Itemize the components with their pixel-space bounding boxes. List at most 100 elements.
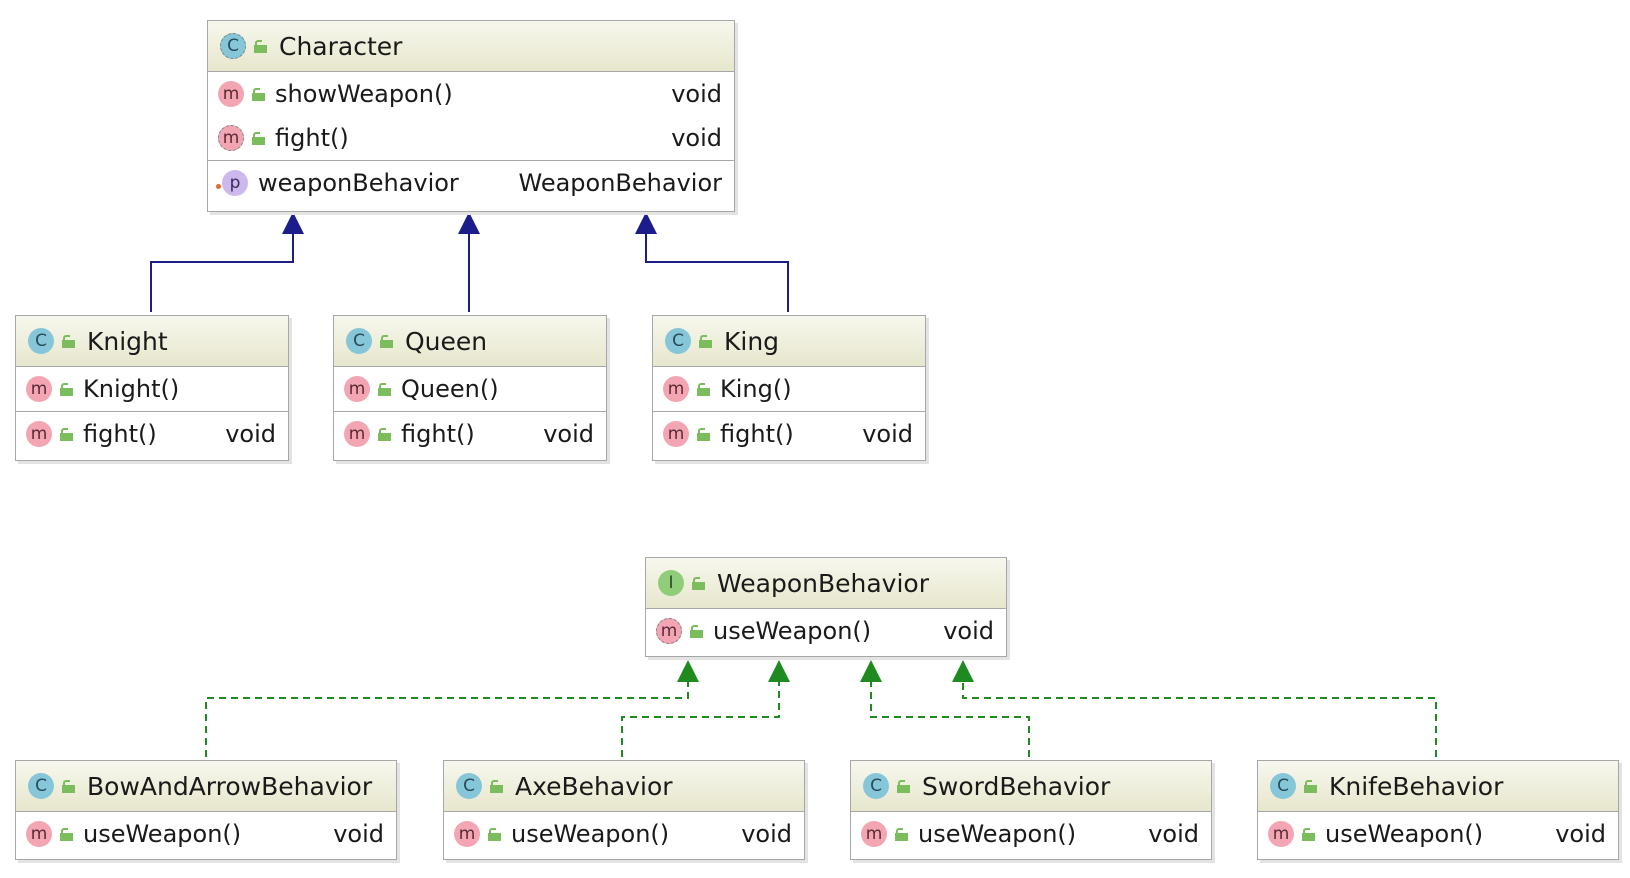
inheritance-arrows: [150, 232, 789, 312]
class-icon: C: [1270, 773, 1296, 799]
interface-icon: I: [658, 570, 684, 596]
method-name: useWeapon(): [83, 820, 242, 848]
class-king[interactable]: C King m King() m fight() void: [652, 315, 926, 461]
method-return-type: void: [1555, 820, 1606, 848]
class-name: Queen: [405, 326, 488, 356]
class-knight[interactable]: C Knight m Knight() m fight() void: [15, 315, 289, 461]
constructor-row[interactable]: m Knight(): [16, 366, 288, 411]
constructor-row[interactable]: m King(): [653, 366, 925, 411]
public-access-icon: [699, 334, 712, 348]
method-icon: m: [26, 821, 52, 847]
public-access-icon: [62, 779, 75, 793]
public-access-icon: [378, 427, 391, 441]
method-icon: m: [26, 421, 52, 447]
public-access-icon: [60, 827, 73, 841]
public-access-icon: [697, 427, 710, 441]
method-name: showWeapon(): [275, 80, 453, 108]
method-icon: m: [218, 81, 244, 107]
public-access-icon: [254, 39, 267, 53]
interface-weapon-behavior[interactable]: I WeaponBehavior m useWeapon() void: [645, 557, 1007, 657]
public-access-icon: [692, 576, 705, 590]
arrowhead-character-3: [635, 212, 657, 234]
method-row[interactable]: m fight() void: [653, 411, 925, 456]
class-header: C BowAndArrowBehavior: [16, 761, 396, 811]
arrowhead-character-2: [458, 212, 480, 234]
realization-arrows: [205, 682, 1437, 757]
method-icon: m: [1268, 821, 1294, 847]
class-name: King: [724, 326, 780, 356]
public-access-icon: [897, 779, 910, 793]
property-icon: p: [222, 170, 248, 196]
class-knife-behavior[interactable]: C KnifeBehavior m useWeapon() void: [1257, 760, 1619, 860]
method-return-type: void: [671, 124, 722, 152]
field-type: WeaponBehavior: [518, 169, 723, 197]
method-row[interactable]: m useWeapon() void: [1258, 811, 1618, 856]
constructor-name: King(): [720, 375, 792, 403]
public-access-icon: [697, 382, 710, 396]
public-access-icon: [490, 779, 503, 793]
class-icon: C: [28, 773, 54, 799]
edge-king-character: [645, 232, 789, 312]
public-access-icon: [488, 827, 501, 841]
abstract-class-icon: C: [220, 33, 246, 59]
class-icon: C: [863, 773, 889, 799]
class-icon: C: [28, 328, 54, 354]
field-row[interactable]: p weaponBehavior WeaponBehavior: [208, 160, 734, 205]
method-row[interactable]: m useWeapon() void: [16, 811, 396, 856]
class-icon: C: [665, 328, 691, 354]
class-name: SwordBehavior: [922, 771, 1111, 801]
public-access-icon: [252, 87, 265, 101]
method-row[interactable]: m showWeapon() void: [208, 71, 734, 116]
class-queen[interactable]: C Queen m Queen() m fight() void: [333, 315, 607, 461]
arrowhead-weapon-3: [860, 660, 882, 682]
class-axe-behavior[interactable]: C AxeBehavior m useWeapon() void: [443, 760, 805, 860]
class-header: C KnifeBehavior: [1258, 761, 1618, 811]
method-row[interactable]: m fight() void: [334, 411, 606, 456]
public-access-icon: [378, 382, 391, 396]
method-icon: m: [344, 421, 370, 447]
method-row[interactable]: m fight() void: [16, 411, 288, 456]
public-access-icon: [1302, 827, 1315, 841]
class-sword-behavior[interactable]: C SwordBehavior m useWeapon() void: [850, 760, 1212, 860]
method-name: fight(): [83, 420, 157, 448]
class-header: C King: [653, 316, 925, 366]
method-icon: m: [861, 821, 887, 847]
method-icon: m: [663, 376, 689, 402]
field-name: weaponBehavior: [258, 169, 459, 197]
method-row[interactable]: m useWeapon() void: [851, 811, 1211, 856]
class-header: C AxeBehavior: [444, 761, 804, 811]
method-return-type: void: [862, 420, 913, 448]
method-row[interactable]: m useWeapon() void: [444, 811, 804, 856]
class-character[interactable]: C Character m showWeapon() void m fight(…: [207, 20, 735, 212]
public-access-icon: [895, 827, 908, 841]
method-name: useWeapon(): [713, 617, 872, 645]
method-row[interactable]: m useWeapon() void: [646, 608, 1006, 653]
class-header: C Queen: [334, 316, 606, 366]
method-return-type: void: [943, 617, 994, 645]
constructor-name: Queen(): [401, 375, 499, 403]
inheritance-arrowheads: [282, 212, 657, 234]
method-return-type: void: [225, 420, 276, 448]
public-access-icon: [1304, 779, 1317, 793]
arrowhead-weapon-4: [952, 660, 974, 682]
abstract-method-icon: m: [656, 618, 682, 644]
method-icon: m: [344, 376, 370, 402]
method-name: fight(): [401, 420, 475, 448]
arrowhead-weapon-2: [768, 660, 790, 682]
method-name: fight(): [720, 420, 794, 448]
method-return-type: void: [741, 820, 792, 848]
class-icon: C: [456, 773, 482, 799]
interface-name: WeaponBehavior: [717, 568, 929, 598]
class-header: C Character: [208, 21, 734, 71]
method-name: useWeapon(): [1325, 820, 1484, 848]
method-icon: m: [454, 821, 480, 847]
class-name: Knight: [87, 326, 168, 356]
class-bow-and-arrow-behavior[interactable]: C BowAndArrowBehavior m useWeapon() void: [15, 760, 397, 860]
constructor-row[interactable]: m Queen(): [334, 366, 606, 411]
public-access-icon: [690, 624, 703, 638]
method-row[interactable]: m fight() void: [208, 116, 734, 160]
public-access-icon: [60, 382, 73, 396]
class-header: C SwordBehavior: [851, 761, 1211, 811]
